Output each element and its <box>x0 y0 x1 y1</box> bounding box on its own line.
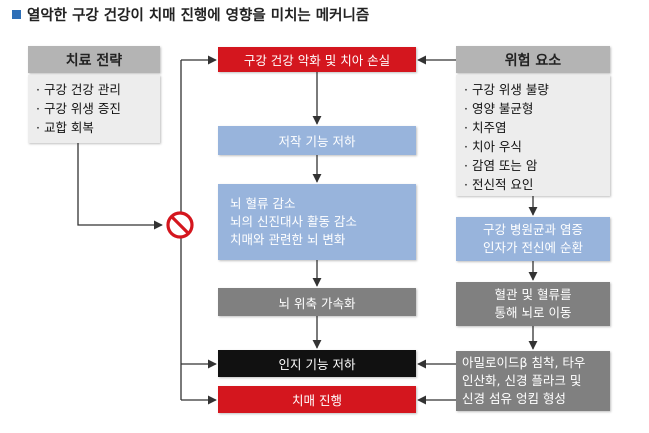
treatment-header: 치료 전략 <box>28 46 160 73</box>
risk-item: · 감염 또는 암 <box>464 158 538 173</box>
cognitive-decline-box: 인지 기능 저하 <box>218 350 416 377</box>
arrow-treatment-to-block <box>77 143 163 230</box>
brain-change-box: 뇌 혈류 감소 뇌의 신진대사 활동 감소 치매와 관련한 뇌 변화 <box>218 184 416 260</box>
oral-health-loss-box: 구강 건강 악화 및 치아 손실 <box>218 47 416 72</box>
risk-header: 위험 요소 <box>456 46 610 73</box>
brain-change-line: 뇌 혈류 감소 <box>230 196 296 211</box>
title-block: 열악한 구강 건강이 치매 진행에 영향을 미치는 메커니즘 <box>12 4 369 25</box>
risk-item: · 치아 우식 <box>464 139 522 154</box>
amyloid-line: 신경 섬유 엉킴 형성 <box>462 391 566 406</box>
treatment-list: · 구강 건강 관리 · 구강 위생 증진 · 교합 회복 <box>28 75 160 143</box>
title-square-icon <box>12 10 21 19</box>
treatment-item: · 구강 위생 증진 <box>36 101 121 116</box>
risk-item: · 구강 위생 불량 <box>464 82 549 97</box>
no-entry-icon <box>166 211 194 239</box>
pathogen-circulation-box: 구강 병원균과 염증 인자가 전신에 순환 <box>456 217 610 261</box>
risk-list: · 구강 위생 불량 · 영양 불균형 · 치주염 · 치아 우식 · 감염 또… <box>456 75 610 196</box>
brain-change-line: 뇌의 신진대사 활동 감소 <box>230 214 357 229</box>
vascular-transport-box: 혈관 및 혈류를 통해 뇌로 이동 <box>456 282 610 326</box>
amyloid-line: 인산화, 신경 플라크 및 <box>462 373 582 388</box>
dementia-progression-box: 치매 진행 <box>218 386 416 413</box>
risk-item: · 치주염 <box>464 120 507 135</box>
diagram-title: 열악한 구강 건강이 치매 진행에 영향을 미치는 메커니즘 <box>27 8 370 24</box>
treatment-item: · 구강 건강 관리 <box>36 82 121 97</box>
vascular-line: 혈관 및 혈류를 <box>494 287 572 302</box>
amyloid-tau-box: 아밀로이드β 침착, 타우 인산화, 신경 플라크 및 신경 섬유 엉킴 형성 <box>456 351 610 411</box>
vascular-line: 통해 뇌로 이동 <box>494 305 572 320</box>
amyloid-line: 아밀로이드β 침착, 타우 <box>462 355 586 370</box>
risk-item: · 영양 불균형 <box>464 101 534 116</box>
treatment-item: · 교합 회복 <box>36 120 94 135</box>
brain-change-line: 치매와 관련한 뇌 변화 <box>230 232 346 247</box>
chewing-decline-box: 저작 기능 저하 <box>218 126 416 155</box>
pathogen-line: 구강 병원균과 염증 <box>483 222 583 237</box>
pathogen-line: 인자가 전신에 순환 <box>483 240 583 255</box>
brain-atrophy-box: 뇌 위축 가속화 <box>218 288 416 316</box>
risk-item: · 전신적 요인 <box>464 177 534 192</box>
